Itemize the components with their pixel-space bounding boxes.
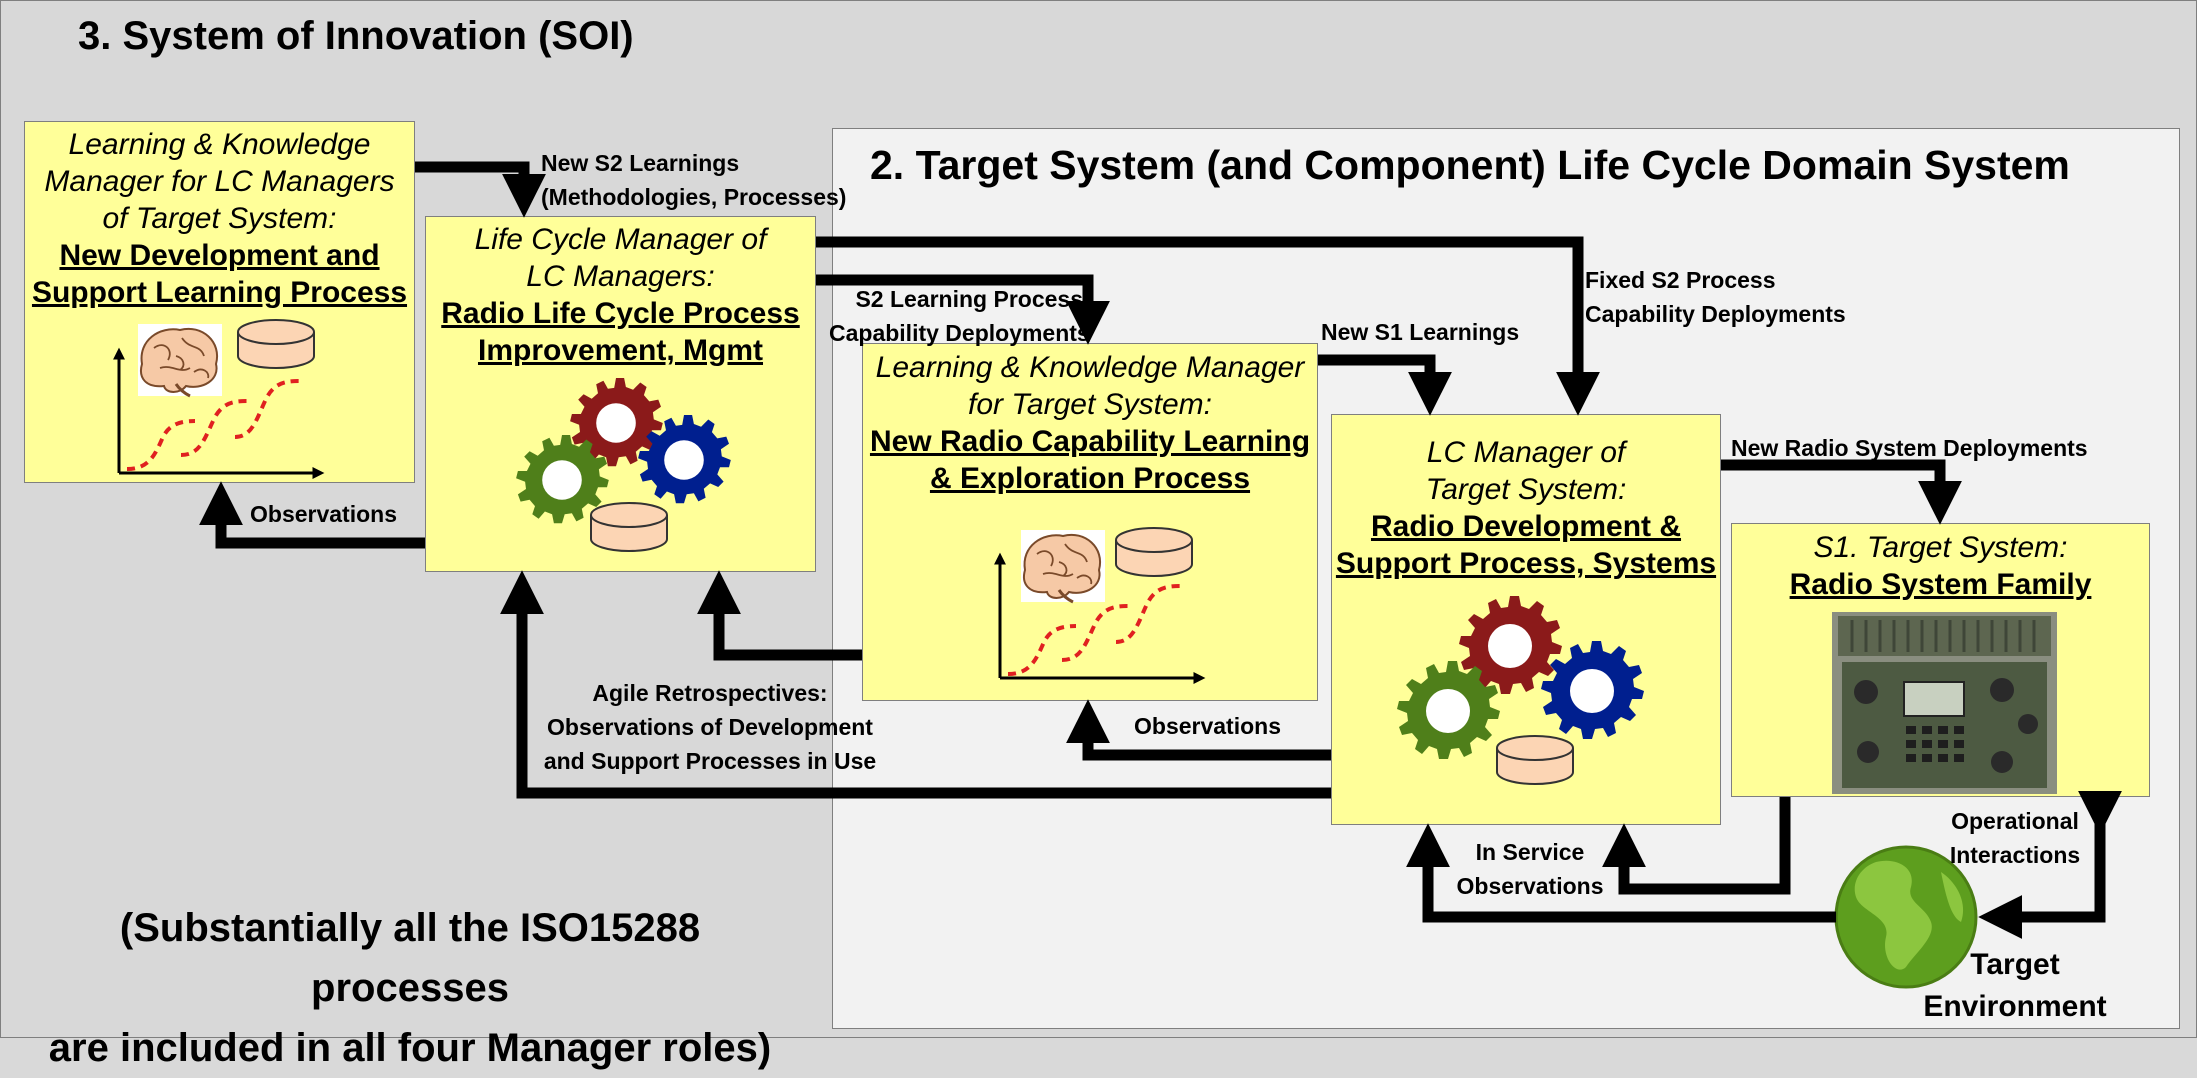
box-bold-line: New Radio Capability Learning — [869, 425, 1311, 458]
label-observations-mid: Observations — [1134, 709, 1281, 743]
database-icon — [237, 319, 315, 369]
label-line: Observations — [1134, 713, 1281, 739]
label-in-service: In Service Observations — [1450, 835, 1610, 903]
box-italic-line: Learning & Knowledge — [68, 128, 371, 161]
note-line: (Substantially all the ISO15288 processe… — [119, 906, 701, 1010]
label-line: Capability Deployments — [829, 320, 1090, 346]
label-line: In Service — [1475, 839, 1585, 865]
label-line: New S2 Learnings — [541, 150, 740, 176]
database-icon — [590, 502, 668, 552]
flow-observations-mid — [1066, 699, 1331, 761]
lkm-lc-managers-box: Learning & Knowledge Manager for LC Mana… — [24, 121, 415, 483]
box-italic-line: S1. Target System: — [1813, 531, 2068, 564]
box-bold-line: & Exploration Process — [929, 462, 1251, 495]
flow-new-radio-deploy — [1721, 459, 1962, 525]
brain-icon — [136, 322, 224, 398]
box-italic-line: LC Managers: — [526, 260, 715, 293]
lcm-lc-managers-box: Life Cycle Manager of LC Managers: Radio… — [425, 216, 816, 572]
domain-title: 2. Target System (and Component) Life Cy… — [870, 142, 2070, 188]
label-line: S2 Learning Process — [855, 286, 1083, 312]
lkm-target-box: Learning & Knowledge Manager for Target … — [862, 343, 1318, 701]
box-bold-line: Support Process, Systems — [1335, 547, 1717, 580]
label-s2-learning-deploy: S2 Learning Process Capability Deploymen… — [829, 282, 1090, 350]
label-operational: Operational Interactions — [1940, 804, 2090, 872]
flow-observations-left — [199, 481, 425, 549]
label-line: Observations — [1456, 873, 1604, 899]
box-bold-line: Radio Development & — [1370, 510, 1682, 543]
diagram-graphics — [0, 161, 2122, 989]
label-line: New S1 Learnings — [1321, 319, 1520, 345]
gears-icon — [1397, 596, 1644, 759]
label-line: Fixed S2 Process — [1585, 267, 1776, 293]
box-bold-line: New Development and — [59, 239, 380, 272]
database-icon — [1496, 735, 1574, 785]
box-italic-line: Learning & Knowledge Manager — [875, 351, 1305, 384]
label-line: Interactions — [1949, 842, 2081, 868]
box-italic-line: of Target System: — [102, 202, 337, 235]
lcm-target-text: LC Manager of Target System: Radio Devel… — [1332, 434, 1720, 582]
flow-in-service-target — [1602, 797, 1791, 895]
flow-operational-interactions — [1978, 790, 2122, 939]
lkm-target-text: Learning & Knowledge Manager for Target … — [863, 349, 1317, 497]
label-line: and Support Processes in Use — [543, 748, 877, 774]
lcm-lc-managers-text: Life Cycle Manager of LC Managers: Radio… — [426, 221, 815, 369]
radio-device-image — [1832, 612, 2057, 794]
label-line: Target — [1970, 948, 2060, 981]
label-new-s2-learnings: New S2 Learnings (Methodologies, Process… — [541, 146, 846, 214]
flow-new-s2-learnings — [415, 161, 546, 218]
box-bold-line: Improvement, Mgmt — [477, 334, 764, 367]
flow-in-service-env — [1406, 823, 1836, 923]
label-target-environment: Target Environment — [1915, 944, 2115, 1028]
label-observations-left: Observations — [250, 497, 397, 531]
box-bold-line: Radio System Family — [1789, 568, 2092, 601]
brain-icon — [1019, 528, 1107, 604]
flow-s2-learning-deploy — [816, 274, 1110, 345]
note-line: are included in all four Manager roles) — [48, 1026, 772, 1070]
lkm-lc-managers-text: Learning & Knowledge Manager for LC Mana… — [25, 126, 414, 311]
box-italic-line: Manager for LC Managers — [44, 165, 395, 198]
flow-fixed-s2 — [816, 236, 1600, 416]
box-italic-line: for Target System: — [968, 388, 1212, 421]
label-line: (Methodologies, Processes) — [541, 184, 847, 210]
database-icon — [1115, 527, 1193, 577]
soi-title: 3. System of Innovation (SOI) — [78, 14, 634, 58]
box-bold-line: Support Learning Process — [31, 276, 408, 309]
box-italic-line: Life Cycle Manager of — [474, 223, 767, 256]
box-italic-line: Target System: — [1425, 473, 1627, 506]
label-new-s1-learnings: New S1 Learnings — [1321, 315, 1519, 349]
label-line: New Radio System Deployments — [1731, 435, 2088, 461]
label-line: Observations of Development — [547, 714, 873, 740]
bottom-note: (Substantially all the ISO15288 processe… — [40, 898, 780, 1078]
globe-icon — [1834, 845, 1978, 989]
box-italic-line: LC Manager of — [1426, 436, 1626, 469]
label-line: Environment — [1923, 990, 2107, 1023]
target-system-text: S1. Target System: Radio System Family — [1732, 529, 2149, 603]
box-bold-line: Radio Life Cycle Process — [441, 297, 800, 330]
label-new-radio-deploy: New Radio System Deployments — [1731, 431, 2088, 465]
gears-icon — [516, 378, 731, 524]
label-line: Observations — [250, 501, 397, 527]
flow-agile-retrospectives — [500, 570, 1331, 799]
label-agile-retrospectives: Agile Retrospectives: Observations of De… — [540, 676, 880, 778]
label-line: Operational — [1951, 808, 2079, 834]
flow-box3-to-box2 — [697, 570, 862, 661]
label-fixed-s2: Fixed S2 Process Capability Deployments — [1585, 263, 1846, 331]
label-line: Capability Deployments — [1585, 301, 1846, 327]
label-line: Agile Retrospectives: — [592, 680, 828, 706]
flow-new-s1-learnings — [1318, 354, 1452, 416]
